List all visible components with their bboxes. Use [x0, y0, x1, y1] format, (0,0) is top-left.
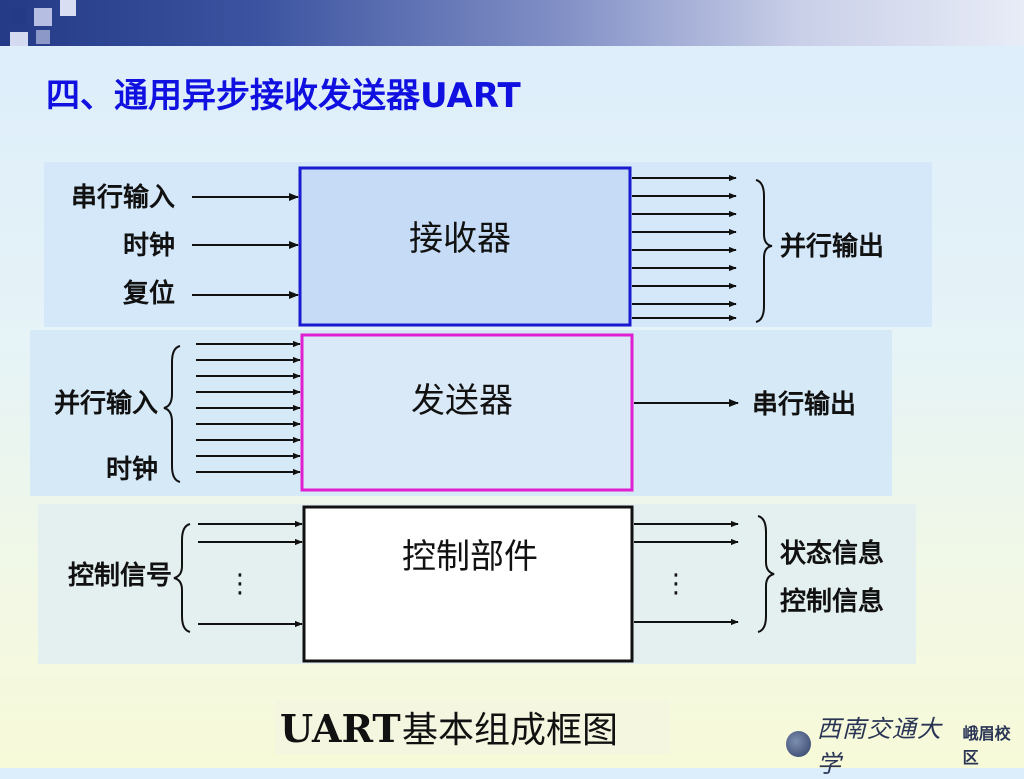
control-label: 控制部件 — [402, 537, 538, 577]
caption-chinese: 基本组成框图 — [402, 710, 618, 751]
campus-name: 峨眉校区 — [962, 724, 1011, 767]
receiver-input-reset: 复位 — [123, 278, 175, 309]
control-output-control: 控制信息 — [780, 586, 884, 617]
control-input-label: 控制信号 — [68, 561, 172, 591]
control-input-ellipsis: ⋮ — [227, 569, 253, 599]
decor-square — [34, 8, 52, 26]
control-output-ellipsis: ⋮ — [663, 569, 689, 599]
control-input-brace — [173, 523, 191, 633]
caption-background — [275, 700, 670, 754]
transmitter-input-clock-label: 时钟 — [106, 454, 158, 485]
decor-square — [60, 0, 76, 16]
receiver-box — [298, 166, 632, 327]
decor-square — [10, 32, 28, 46]
decor-square — [10, 8, 26, 24]
receiver-parallel-outputs — [632, 174, 737, 322]
transmitter-box — [300, 333, 634, 492]
university-logo: 西南交通大学 峨眉校区 — [786, 715, 1024, 778]
control-output-brace — [757, 515, 775, 633]
transmitter-label: 发送器 — [411, 381, 513, 421]
transmitter-output-label: 串行输出 — [752, 389, 856, 420]
decor-square — [36, 30, 50, 44]
transmitter-input-parallel-label: 并行输入 — [54, 388, 158, 419]
receiver-input-serial: 串行输入 — [71, 182, 175, 213]
caption-english: UART — [280, 706, 401, 751]
receiver-output-label: 并行输出 — [780, 231, 884, 262]
control-signal-inputs — [198, 520, 303, 628]
control-output-status: 状态信息 — [780, 538, 884, 569]
university-emblem-icon — [786, 731, 811, 757]
receiver-output-brace — [755, 179, 773, 323]
receiver-input-clock: 时钟 — [123, 230, 175, 261]
transmitter-parallel-inputs — [196, 340, 301, 476]
university-name: 西南交通大学 — [816, 715, 942, 778]
title-bar-gradient — [0, 0, 1024, 46]
slide-title: 四、通用异步接收发送器UART — [46, 76, 521, 116]
transmitter-input-brace — [163, 345, 181, 483]
control-box — [302, 505, 634, 663]
control-outputs — [634, 520, 739, 626]
receiver-label: 接收器 — [409, 219, 511, 259]
